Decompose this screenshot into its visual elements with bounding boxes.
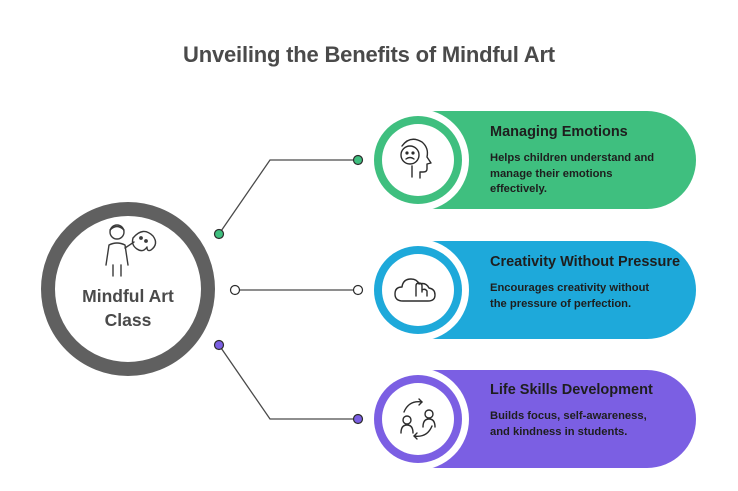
card-text-creativity-without-pressure: Creativity Without Pressure Encourages c… — [490, 253, 685, 312]
connector-line-life-skills — [218, 344, 357, 420]
circular-people-icon — [400, 398, 436, 440]
card-title: Creativity Without Pressure — [490, 254, 681, 270]
card-title: Life Skills Development — [490, 382, 653, 398]
card-creativity-without-pressure — [367, 239, 696, 341]
card-text-managing-emotions: Managing Emotions Helps children underst… — [490, 123, 685, 198]
cloud-hand-icon — [394, 278, 436, 302]
card-description: Builds focus, self-awareness, and kindne… — [490, 410, 647, 438]
center-ring — [41, 202, 215, 376]
card-description: Encourages creativity without the pressu… — [490, 282, 650, 310]
connector-dot-life-skills-end — [352, 413, 364, 425]
card-title: Managing Emotions — [490, 124, 628, 140]
card-text-life-skills-development: Life Skills Development Builds focus, se… — [490, 381, 685, 440]
card-life-skills-development — [367, 368, 696, 470]
connector-dot-creativity-end — [352, 284, 364, 296]
page-title: Unveiling the Benefits of Mindful Art — [183, 42, 555, 67]
connector-dot-life-skills-start — [213, 339, 225, 351]
connector-dot-emotions-end — [352, 154, 364, 166]
teacher-painting-icon — [105, 224, 157, 277]
connector-line-emotions — [218, 159, 357, 235]
connector-dot-creativity-start — [229, 284, 241, 296]
emotional-head-icon — [400, 138, 432, 179]
card-description: Helps children understand and manage the… — [490, 152, 655, 195]
center-label: Mindful Art Class — [82, 286, 174, 330]
connector-dot-emotions-start — [213, 228, 225, 240]
